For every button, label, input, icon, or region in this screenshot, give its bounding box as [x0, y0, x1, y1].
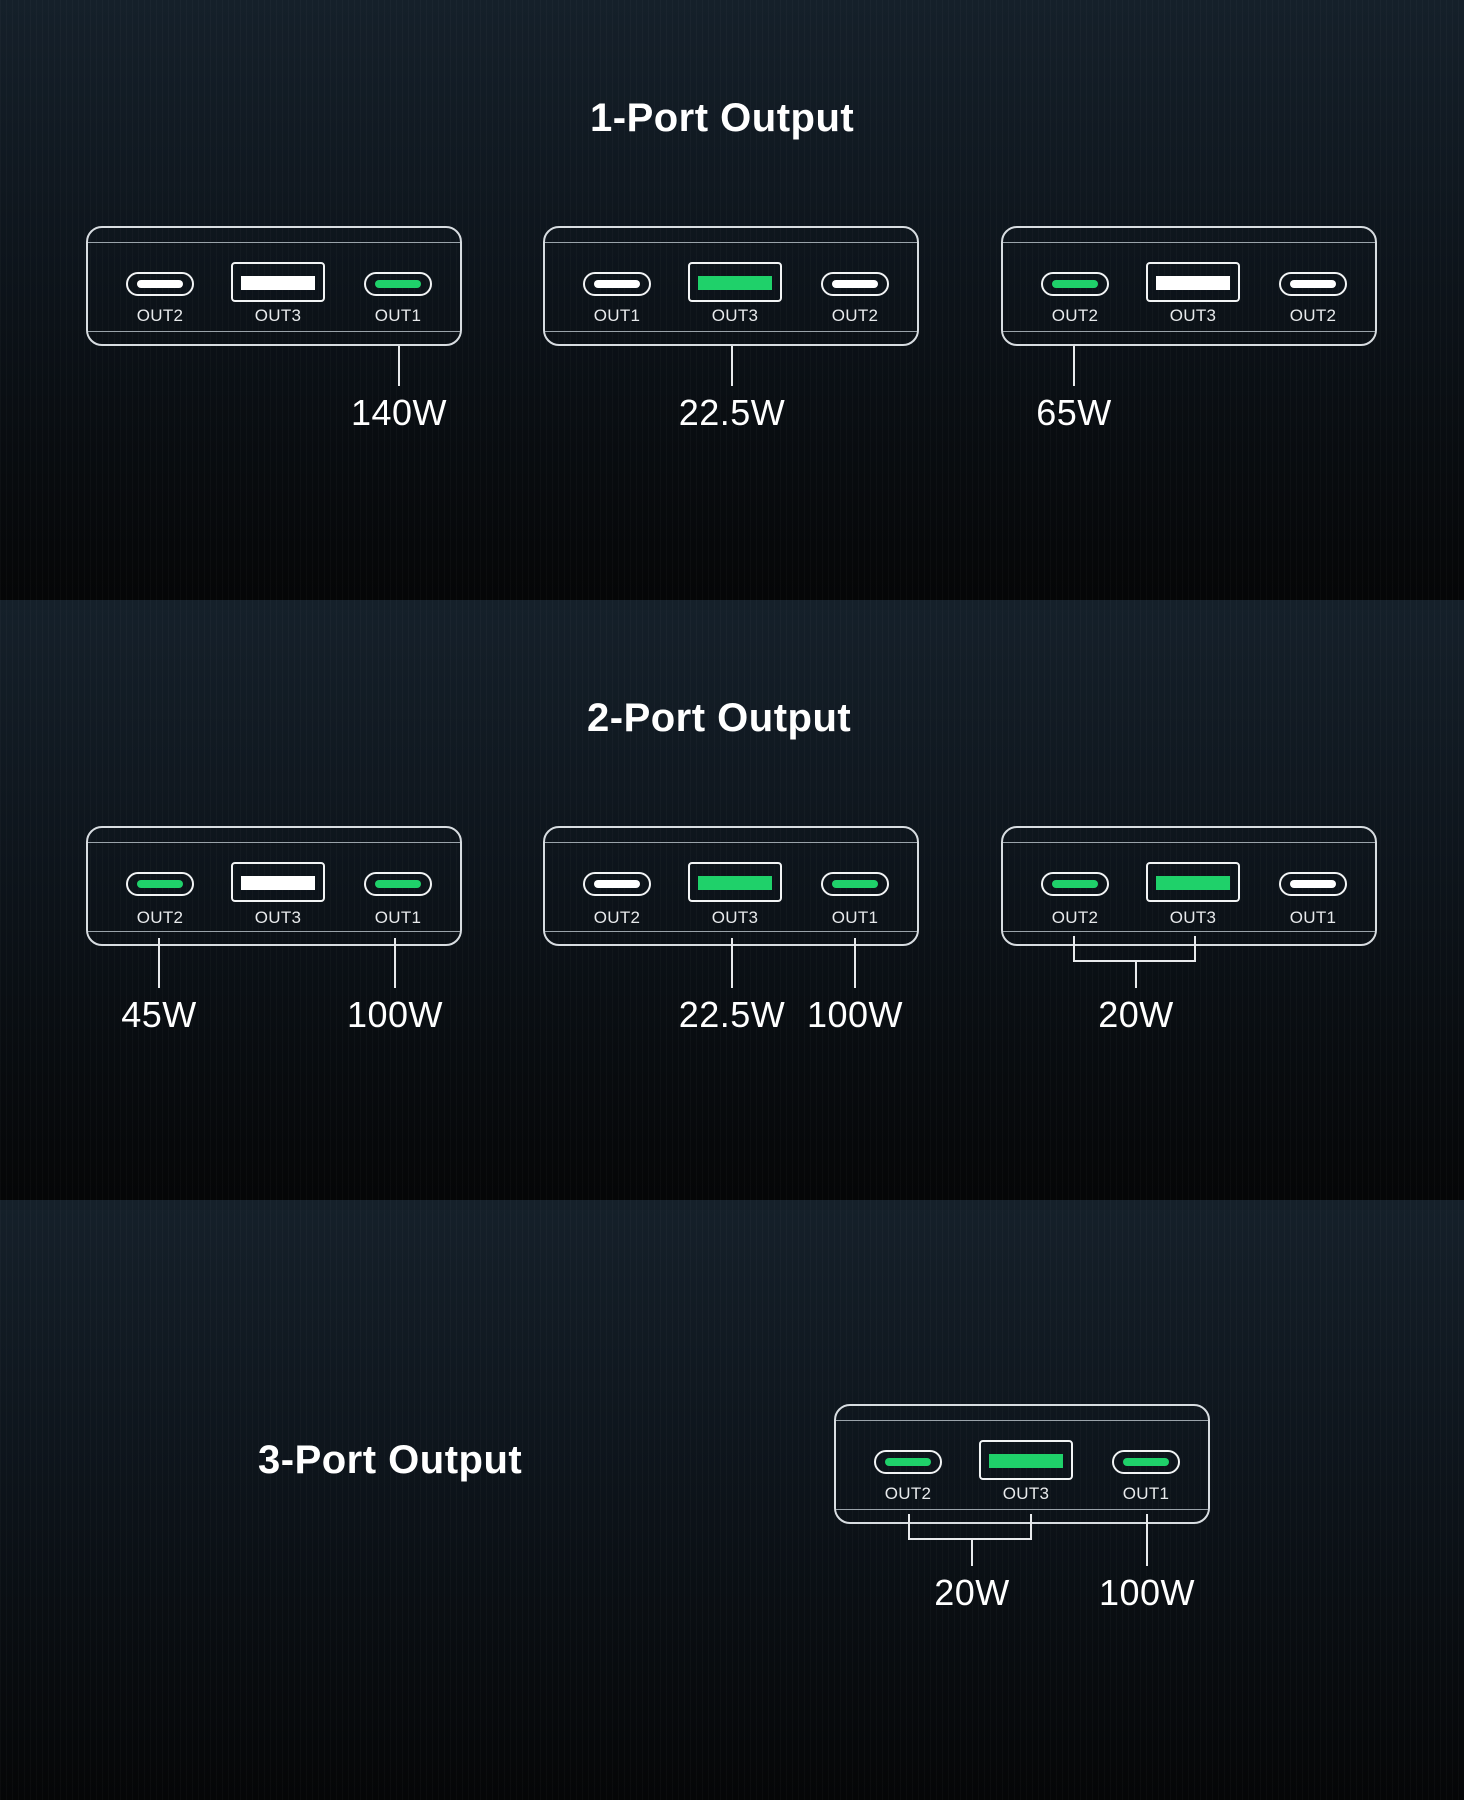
wattage-label: 22.5W	[678, 392, 786, 433]
wattage-label: 45W	[121, 994, 197, 1035]
usb-c-port-icon	[583, 272, 651, 296]
power-bank-diagram: OUT2 OUT3 OUT1	[86, 226, 462, 346]
port-label: OUT1	[374, 306, 422, 325]
connector-line	[158, 938, 160, 988]
usb-c-port-icon-active	[126, 872, 194, 896]
device-edge-line	[1003, 242, 1375, 243]
three-port-output-section: 3-Port Output OUT2 OUT3 OUT1 20W 100W	[0, 1200, 1464, 1800]
connector-line	[1135, 960, 1137, 988]
connector-line	[394, 938, 396, 988]
usb-c-port-icon-active	[364, 872, 432, 896]
usb-c-port-icon	[1279, 272, 1347, 296]
device-edge-line	[88, 931, 460, 932]
port-label: OUT3	[711, 306, 759, 325]
device-edge-line	[1003, 331, 1375, 332]
section-title: 2-Port Output	[587, 696, 852, 740]
usb-a-port-icon-active	[688, 862, 782, 902]
port-label: OUT2	[593, 908, 641, 927]
port-label: OUT3	[254, 908, 302, 927]
usb-c-port-icon	[126, 272, 194, 296]
port-label: OUT3	[1002, 1484, 1050, 1503]
bracket-line	[1030, 1514, 1032, 1540]
bracket-line	[1194, 936, 1196, 962]
bracket-line	[1073, 936, 1075, 962]
usb-c-port-icon-active	[1112, 1450, 1180, 1474]
one-port-output-section: 1-Port Output OUT2 OUT3 OUT1 140W OUT1 O…	[0, 0, 1464, 600]
connector-line	[398, 346, 400, 386]
device-edge-line	[545, 842, 917, 843]
port-label: OUT1	[1122, 1484, 1170, 1503]
port-label: OUT3	[1169, 306, 1217, 325]
port-label: OUT2	[884, 1484, 932, 1503]
port-label: OUT1	[831, 908, 879, 927]
usb-c-port-icon-active	[1041, 272, 1109, 296]
section-title: 1-Port Output	[590, 96, 855, 140]
usb-a-port-icon-active	[1146, 862, 1240, 902]
usb-a-port-icon	[231, 862, 325, 902]
port-label: OUT2	[831, 306, 879, 325]
wattage-label: 100W	[1098, 1572, 1196, 1613]
usb-c-port-icon-active	[874, 1450, 942, 1474]
device-edge-line	[836, 1509, 1208, 1510]
device-edge-line	[88, 331, 460, 332]
device-edge-line	[545, 931, 917, 932]
device-edge-line	[836, 1420, 1208, 1421]
port-label: OUT3	[711, 908, 759, 927]
device-edge-line	[1003, 842, 1375, 843]
wattage-label: 140W	[350, 392, 448, 433]
port-label: OUT1	[593, 306, 641, 325]
usb-a-port-icon	[1146, 262, 1240, 302]
port-label: OUT2	[136, 306, 184, 325]
bracket-line	[1073, 960, 1196, 962]
connector-line	[731, 938, 733, 988]
bracket-line	[908, 1538, 1032, 1540]
usb-a-port-icon	[231, 262, 325, 302]
power-bank-diagram: OUT2 OUT3 OUT2	[1001, 226, 1377, 346]
power-bank-diagram: OUT2 OUT3 OUT1	[1001, 826, 1377, 946]
port-label: OUT3	[254, 306, 302, 325]
section-title: 3-Port Output	[258, 1438, 523, 1482]
usb-c-port-icon	[1279, 872, 1347, 896]
device-edge-line	[545, 331, 917, 332]
wattage-label: 20W	[934, 1572, 1010, 1613]
connector-line	[731, 346, 733, 386]
usb-c-port-icon-active	[364, 272, 432, 296]
wattage-label: 65W	[1036, 392, 1112, 433]
usb-c-port-icon	[821, 272, 889, 296]
device-edge-line	[88, 242, 460, 243]
device-edge-line	[545, 242, 917, 243]
power-bank-diagram: OUT2 OUT3 OUT1	[86, 826, 462, 946]
connector-line	[971, 1538, 973, 1566]
wattage-label: 100W	[806, 994, 904, 1035]
port-label: OUT1	[374, 908, 422, 927]
port-label: OUT2	[1051, 908, 1099, 927]
port-label: OUT1	[1289, 908, 1337, 927]
usb-a-port-icon-active	[979, 1440, 1073, 1480]
wattage-label: 22.5W	[678, 994, 786, 1035]
usb-a-port-icon-active	[688, 262, 782, 302]
usb-c-port-icon	[583, 872, 651, 896]
port-label: OUT2	[1051, 306, 1099, 325]
connector-line	[1073, 346, 1075, 386]
port-label: OUT2	[1289, 306, 1337, 325]
power-bank-diagram: OUT2 OUT3 OUT1	[834, 1404, 1210, 1524]
usb-c-port-icon-active	[821, 872, 889, 896]
power-bank-diagram: OUT1 OUT3 OUT2	[543, 226, 919, 346]
wattage-label: 100W	[346, 994, 444, 1035]
power-bank-diagram: OUT2 OUT3 OUT1	[543, 826, 919, 946]
port-label: OUT2	[136, 908, 184, 927]
bracket-line	[908, 1514, 910, 1540]
usb-c-port-icon-active	[1041, 872, 1109, 896]
wattage-label: 20W	[1098, 994, 1174, 1035]
device-edge-line	[1003, 931, 1375, 932]
two-port-output-section: 2-Port Output OUT2 OUT3 OUT1 45W 100W OU…	[0, 600, 1464, 1200]
connector-line	[1146, 1514, 1148, 1566]
device-edge-line	[88, 842, 460, 843]
port-label: OUT3	[1169, 908, 1217, 927]
connector-line	[854, 938, 856, 988]
